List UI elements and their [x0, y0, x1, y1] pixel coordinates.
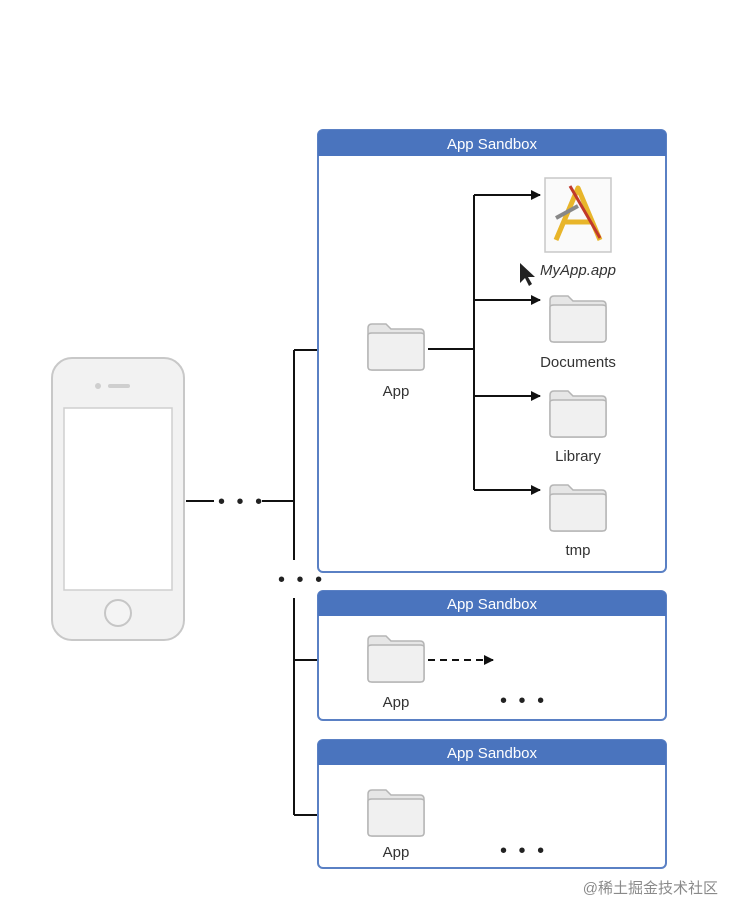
app-folder-label: App [383, 844, 410, 861]
phone-speaker-icon [108, 384, 130, 388]
sandbox-1-title: App Sandbox [447, 136, 538, 153]
app-folder-icon [367, 323, 425, 371]
phone-camera-icon [95, 383, 101, 389]
connector-ellipsis: • • • [218, 491, 265, 513]
iphone-device [51, 357, 185, 641]
library-folder-label: Library [555, 448, 601, 465]
app-bundle-icon [544, 177, 612, 253]
tmp-folder-label: tmp [565, 542, 590, 559]
sandbox-2-ellipsis: • • • [500, 690, 547, 712]
phone-home-button-icon [104, 599, 132, 627]
library-folder-icon [549, 390, 607, 438]
tmp-folder-icon [549, 484, 607, 532]
app-sandbox-3: App Sandbox App • • • [317, 739, 667, 869]
app-folder-icon [367, 789, 425, 837]
watermark: @稀土掘金技术社区 [582, 880, 718, 897]
mouse-cursor-icon [520, 263, 535, 286]
myapp-bundle-label: MyApp.app [540, 262, 616, 279]
sandbox-3-ellipsis: • • • [500, 840, 547, 862]
phone-connector: • • • • • • [186, 345, 358, 820]
app-sandbox-2: App Sandbox App • • • [317, 590, 667, 721]
documents-folder-label: Documents [540, 354, 616, 371]
app-folder-label: App [383, 694, 410, 711]
app-folder-label: App [383, 383, 410, 400]
documents-folder-icon [549, 295, 607, 343]
sandbox-3-title: App Sandbox [447, 745, 538, 762]
vertical-ellipsis: • • • [278, 569, 325, 591]
sandbox-2-title: App Sandbox [447, 596, 538, 613]
app-folder-icon [367, 635, 425, 683]
app-sandbox-1: App Sandbox App MyApp.app Documents Libr… [317, 129, 667, 573]
